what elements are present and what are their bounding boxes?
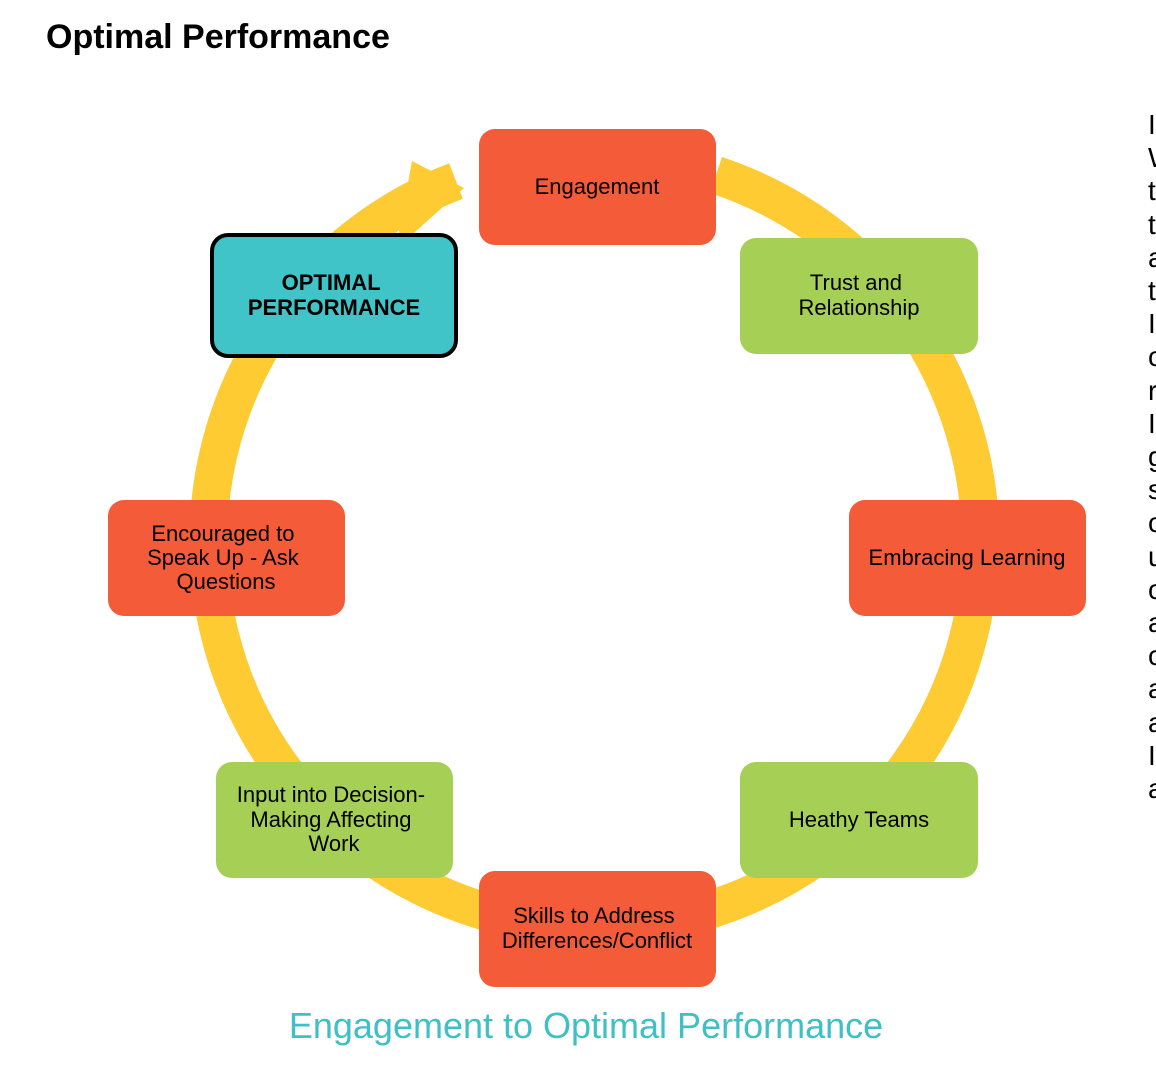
node-trust-and-relationship-box [740,238,978,354]
node-encouraged-to-speak-up-label-1: Encouraged to [151,521,294,546]
node-heathy-teams-box [740,762,978,878]
side-text-line: c [1148,573,1156,605]
side-text-line: I [1148,407,1156,439]
node-input-into-decision-making-label-2: Making Affecting [250,807,411,832]
side-text-line: t [1148,208,1156,240]
node-input-into-decision-making: Input into Decision- Making Affecting Wo… [216,762,453,878]
node-trust-and-relationship-label-1: Trust and [810,270,902,295]
svg-text:Trust and Relationship: Trust and Relationship [798,270,919,320]
node-trust-and-relationship-label-2: Relationship [798,295,919,320]
side-text-line: r [1148,374,1156,406]
svg-text:Engagement: Engagement [535,174,660,199]
side-text-line: a [1148,607,1156,639]
side-text-line: c [1148,640,1156,672]
node-encouraged-to-speak-up-box [108,500,345,616]
svg-text:Heathy Teams: Heathy Teams [789,807,929,832]
truncated-side-text: IWttatIcrIgscucacaaIa [1148,108,1156,805]
node-input-into-decision-making-label-1: Input into Decision- [237,782,425,807]
node-encouraged-to-speak-up: Encouraged to Speak Up - Ask Questions [108,500,345,616]
side-text-line: I [1148,109,1156,140]
side-text-line: t [1148,275,1156,307]
svg-text:Skills to Address Differ: Skills to Address Differences/Conflict [502,903,692,953]
node-embracing-learning-box [849,500,1086,616]
node-optimal-performance-label-2: PERFORMANCE [248,295,420,320]
side-text-line: I [1148,739,1156,771]
node-engagement-box [479,129,716,245]
side-text-line: a [1148,241,1156,273]
node-optimal-performance-label-1: OPTIMAL [282,270,381,295]
side-text-line: g [1148,441,1156,473]
node-trust-and-relationship: Trust and Relationship [740,238,978,354]
side-text-line: a [1148,706,1156,738]
node-embracing-learning: Embracing Learning [849,500,1086,616]
side-text-line: c [1148,507,1156,539]
node-optimal-performance-box [210,233,458,358]
node-input-into-decision-making-box [216,762,453,878]
side-text-line: a [1148,673,1156,705]
side-text-line: I [1148,308,1156,340]
page-title: Optimal Performance [46,18,390,56]
diagram-caption: Engagement to Optimal Performance [288,1005,884,1046]
node-engagement: Engagement [479,129,716,245]
ring-arrowhead [396,161,464,249]
svg-text:Input into Decision- Mak: Input into Decision- Making Affecting Wo… [237,782,431,856]
node-skills-to-address-box [479,871,716,987]
node-engagement-label-1: Engagement [535,174,660,199]
node-encouraged-to-speak-up-label-2: Speak Up - Ask [147,545,300,570]
side-text-line: a [1148,773,1156,805]
side-text-line: c [1148,341,1156,373]
side-text-line: s [1148,474,1156,506]
svg-text:OPTIMAL PERFORMANCE: OPTIMAL PERFORMANCE [248,270,420,320]
node-embracing-learning-label-1: Embracing Learning [869,545,1066,570]
node-skills-to-address-label-1: Skills to Address [513,903,674,928]
node-encouraged-to-speak-up-label-3: Questions [176,569,275,594]
node-heathy-teams: Heathy Teams [740,762,978,878]
side-text-line: t [1148,175,1156,207]
svg-text:Encouraged to Speak Up -: Encouraged to Speak Up - Ask Questions [147,521,305,594]
node-optimal-performance: OPTIMAL PERFORMANCE [210,233,458,358]
side-text-line: W [1148,141,1156,174]
node-heathy-teams-label-1: Heathy Teams [789,807,929,832]
svg-text:Embracing Learning: Embracing Learning [869,545,1066,570]
node-skills-to-address-label-2: Differences/Conflict [502,928,692,953]
side-text-line: u [1148,540,1156,572]
node-input-into-decision-making-label-3: Work [309,831,361,856]
node-skills-to-address: Skills to Address Differences/Conflict [479,871,716,987]
